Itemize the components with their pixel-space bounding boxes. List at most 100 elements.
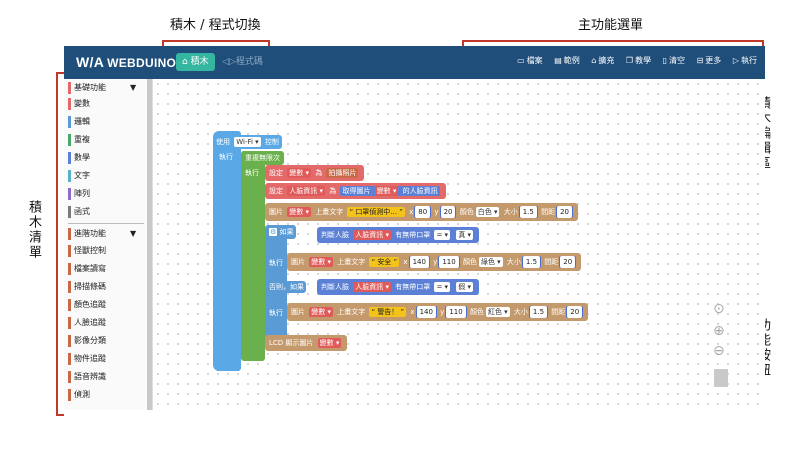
- menu-run[interactable]: ▷執行: [733, 56, 757, 65]
- gear-icon[interactable]: ⚙: [269, 228, 278, 236]
- category-text[interactable]: 文字: [68, 169, 90, 183]
- menu-tutorial[interactable]: ❐教學: [626, 56, 651, 65]
- menu-file[interactable]: ▭檔案: [517, 56, 543, 65]
- text-string[interactable]: “ 安全 ”: [369, 257, 400, 267]
- sidebar-scrollbar[interactable]: [147, 79, 152, 410]
- menu-more[interactable]: ⊟更多: [697, 56, 722, 65]
- zoom-in-icon[interactable]: ⊕: [713, 323, 725, 339]
- get-face-info-block[interactable]: 取得圖片 變數 ▾ 的人臉資訊: [340, 186, 440, 196]
- loop-block-header[interactable]: 重複無限次: [241, 151, 284, 165]
- gap-input[interactable]: 20: [559, 256, 577, 268]
- tab-code[interactable]: ◁▷程式碼: [222, 53, 263, 71]
- recenter-icon[interactable]: ⊙: [713, 301, 725, 317]
- gap-value: 20: [567, 306, 583, 318]
- var-dropdown[interactable]: 變數 ▾: [309, 257, 333, 267]
- block-editor-workspace[interactable]: 使用 Wi-Fi ▾ 控制 執行 重複無限次 執行 設定 變數 ▾ 為 拍攝照片…: [153, 79, 765, 410]
- wifi-dropdown[interactable]: Wi-Fi ▾: [234, 137, 261, 147]
- category-advanced-item[interactable]: 語音辨識: [68, 370, 106, 384]
- annotation-bracket-top-right: [462, 40, 764, 48]
- face-mask-condition[interactable]: 判斷人臉 人臉資訊 ▾ 有無帶口罩 = ▾ 真 ▾: [317, 227, 480, 243]
- category-functions[interactable]: 函式: [68, 205, 90, 219]
- if-block-header[interactable]: ⚙ 如果: [267, 225, 296, 239]
- lcd-show-image-block[interactable]: LCD 顯示圖片 變數 ▾: [265, 335, 348, 351]
- category-advanced-item[interactable]: 偵測: [68, 388, 90, 402]
- x-input[interactable]: 140: [415, 306, 437, 318]
- var-dropdown[interactable]: 變數 ▾: [317, 338, 342, 348]
- gap-input[interactable]: 20: [566, 306, 584, 318]
- operator-dropdown[interactable]: = ▾: [434, 282, 451, 292]
- color-dropdown[interactable]: 綠色 ▾: [478, 257, 503, 267]
- category-advanced-item[interactable]: 檔案讀寫: [68, 262, 106, 276]
- size-input[interactable]: 1.5: [521, 256, 542, 268]
- var-dropdown[interactable]: 人臉資訊 ▾: [353, 230, 391, 240]
- var-dropdown[interactable]: 變數 ▾: [287, 207, 311, 217]
- category-basic-header[interactable]: 基礎功能: [68, 81, 106, 95]
- category-advanced-item[interactable]: 顏色追蹤: [68, 298, 106, 312]
- menu-examples[interactable]: ▤範例: [554, 56, 580, 65]
- folder-icon: ▭: [517, 56, 525, 65]
- text-string[interactable]: “ 警告！ ”: [369, 307, 407, 317]
- y-input[interactable]: 20: [439, 206, 457, 218]
- take-photo-block[interactable]: 拍攝照片: [326, 168, 359, 178]
- boolean-dropdown[interactable]: 假 ▾: [456, 282, 474, 292]
- category-advanced-item[interactable]: 影像分類: [68, 334, 106, 348]
- var-dropdown-value: 變數: [289, 169, 304, 177]
- menu-extensions[interactable]: ⌂擴充: [591, 56, 614, 65]
- category-math[interactable]: 數學: [68, 151, 90, 165]
- category-advanced-header[interactable]: 進階功能: [68, 227, 106, 241]
- collapse-arrow-icon[interactable]: ▼: [130, 83, 137, 92]
- var-dropdown[interactable]: 人臉資訊 ▾: [353, 282, 391, 292]
- wifi-block-header[interactable]: 使用 Wi-Fi ▾ 控制: [213, 135, 282, 149]
- block-category-list: 基礎功能 ▼ 變數 邏輯 重複 數學 文字 陣列 函式 進階功能 ▼ 怪獸控制 …: [64, 79, 153, 410]
- loop-exec-label: 執行: [243, 167, 261, 179]
- category-lists[interactable]: 陣列: [68, 187, 90, 201]
- y-input[interactable]: 110: [445, 306, 467, 318]
- color-dropdown[interactable]: 白色 ▾: [475, 207, 500, 217]
- menu-examples-label: 範例: [563, 56, 580, 65]
- var-dropdown[interactable]: 變數 ▾: [374, 186, 399, 196]
- trash-can-icon[interactable]: [714, 369, 728, 387]
- y-input[interactable]: 110: [438, 256, 460, 268]
- face-mask-condition[interactable]: 判斷人臉 人臉資訊 ▾ 有無帶口罩 = ▾ 假 ▾: [317, 279, 480, 295]
- boolean-dropdown[interactable]: 真 ▾: [456, 230, 474, 240]
- gap-label: 間距: [551, 308, 566, 316]
- gap-input[interactable]: 20: [556, 206, 573, 218]
- set-variable-block[interactable]: 設定 變數 ▾ 為 拍攝照片: [265, 165, 365, 181]
- zoom-out-icon[interactable]: ⊖: [713, 343, 725, 359]
- collapse-arrow-icon[interactable]: ▼: [130, 229, 137, 238]
- menu-clear[interactable]: ▯清空: [663, 56, 685, 65]
- category-logic[interactable]: 邏輯: [68, 115, 90, 129]
- text-string[interactable]: “ 口罩偵測中... ”: [347, 207, 405, 217]
- category-advanced-item[interactable]: 物件追蹤: [68, 352, 106, 366]
- var-dropdown[interactable]: 變數 ▾: [309, 307, 333, 317]
- var-dropdown[interactable]: 人臉資訊 ▾: [287, 186, 325, 196]
- category-variables[interactable]: 變數: [68, 97, 90, 111]
- take-photo-label: 拍攝照片: [328, 169, 357, 177]
- category-loops[interactable]: 重複: [68, 133, 90, 147]
- text-string-value: 警告！: [377, 308, 399, 316]
- color-dropdown[interactable]: 紅色 ▾: [485, 307, 510, 317]
- set-face-info-block[interactable]: 設定 人臉資訊 ▾ 為 取得圖片 變數 ▾ 的人臉資訊: [265, 183, 446, 199]
- category-advanced-item[interactable]: 人臉追蹤: [68, 316, 106, 330]
- color-label: 顏色: [459, 208, 474, 216]
- wifi-block-frame[interactable]: [213, 131, 241, 371]
- puzzle-icon: ⌂: [591, 56, 597, 65]
- var-dropdown[interactable]: 變數 ▾: [287, 168, 311, 178]
- gap-value: 20: [557, 206, 572, 218]
- loop-block-frame[interactable]: [241, 151, 265, 361]
- operator-dropdown[interactable]: = ▾: [434, 230, 451, 240]
- var-dropdown-value: 人臉資訊: [355, 283, 384, 291]
- size-input[interactable]: 1.5: [528, 306, 549, 318]
- x-input[interactable]: 80: [414, 206, 432, 218]
- category-advanced-item[interactable]: 怪獸控制: [68, 244, 106, 258]
- size-input[interactable]: 1.5: [518, 206, 538, 218]
- x-input[interactable]: 140: [408, 256, 430, 268]
- category-advanced-item[interactable]: 掃描條碼: [68, 280, 106, 294]
- menu-run-label: 執行: [741, 56, 757, 65]
- tab-blocks[interactable]: ⌂ 積木: [176, 53, 215, 71]
- elseif-exec-label: 執行: [267, 307, 285, 319]
